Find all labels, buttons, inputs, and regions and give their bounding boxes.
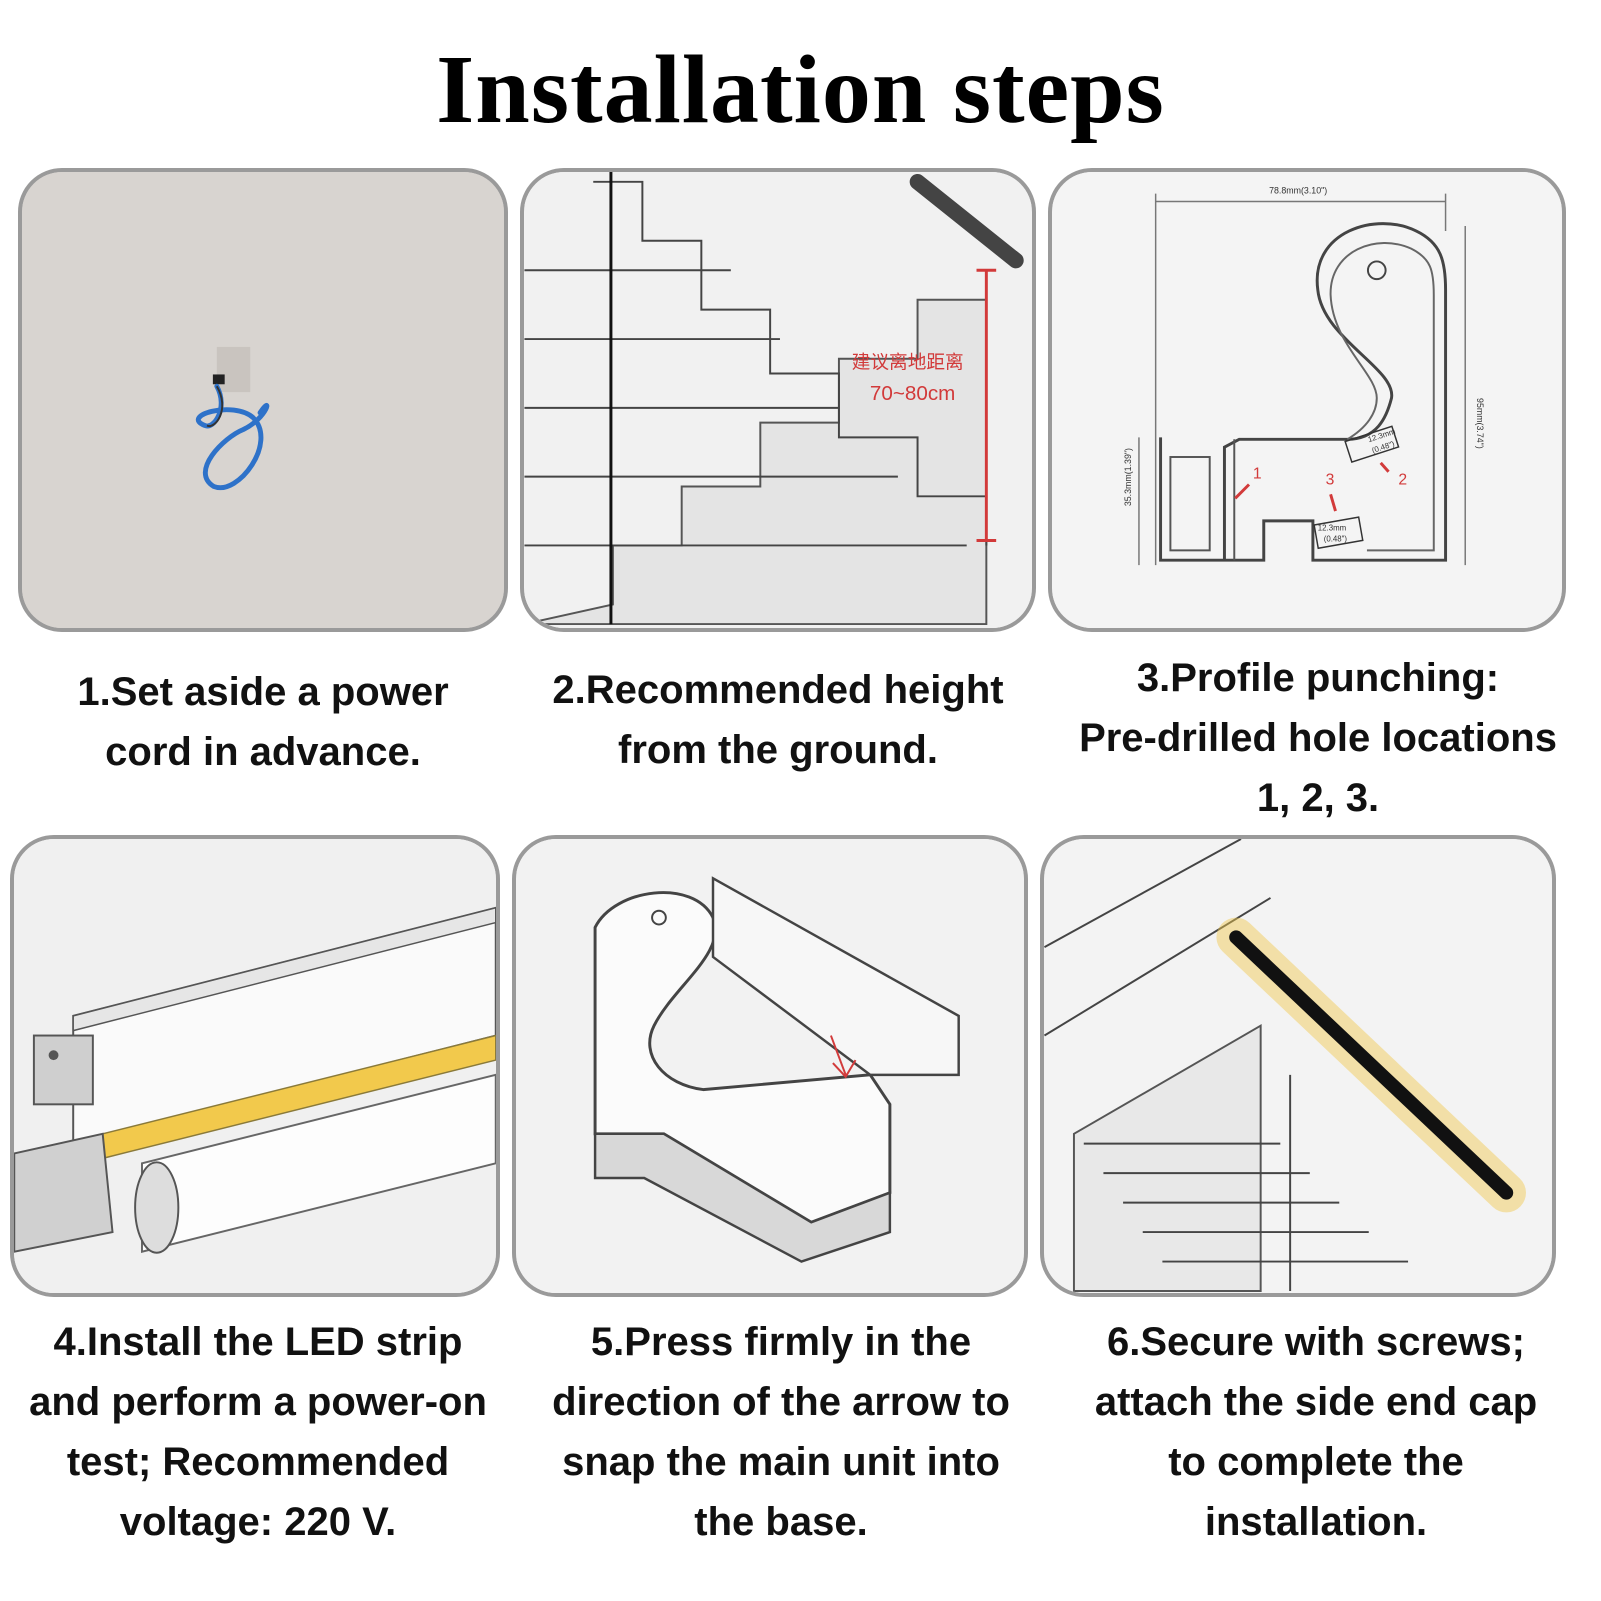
- installed-light-bar: [1229, 930, 1514, 1200]
- base-dim: 35.3mm(1.39"): [1123, 448, 1133, 506]
- hole-2-label: 2: [1398, 472, 1407, 489]
- height-value: 70~80cm: [870, 382, 955, 405]
- height-dim: 95mm(3.74"): [1475, 398, 1485, 449]
- width-dim: 78.8mm(3.10"): [1269, 186, 1327, 196]
- step-5-image: [512, 835, 1028, 1297]
- stair-light-installed-illustration: [1044, 839, 1552, 1293]
- step-4-caption: 4.Install the LED strip and perform a po…: [29, 1320, 487, 1544]
- hole-3-label: 3: [1326, 472, 1335, 489]
- step-2-image: 建议离地距离 70~80cm: [520, 168, 1036, 632]
- hole-1-arrow: [1234, 483, 1251, 500]
- hole-2-arrow: [1379, 461, 1390, 473]
- height-label-cn: 建议离地距离: [852, 353, 964, 374]
- step-3-image: 78.8mm(3.10") 95mm(3.74") 35.3mm(1.39") …: [1048, 168, 1566, 632]
- snap-in-illustration: [516, 839, 1024, 1293]
- profile-cross-section-illustration: 78.8mm(3.10") 95mm(3.74") 35.3mm(1.39") …: [1052, 172, 1562, 628]
- step-4-image: [10, 835, 500, 1297]
- slot-dim-b-in: (0.48"): [1324, 535, 1348, 544]
- step-6-caption: 6.Secure with screws; attach the side en…: [1094, 1320, 1538, 1544]
- power-cord-illustration: [22, 172, 504, 628]
- step-1-caption: 1.Set aside a power cord in advance.: [77, 670, 449, 774]
- step-1-image: [18, 168, 508, 632]
- page-title: Installation steps: [436, 36, 1165, 144]
- hole-1-label: 1: [1253, 466, 1262, 483]
- slot-dim-b: 12.3mm: [1318, 524, 1347, 533]
- step-6-image: [1040, 835, 1556, 1297]
- staircase-height-illustration: 建议离地距离 70~80cm: [524, 172, 1032, 628]
- led-strip-install-illustration: [14, 839, 496, 1293]
- step-2-caption: 2.Recommended height from the ground.: [552, 668, 1004, 772]
- hole-3-arrow: [1329, 493, 1337, 512]
- step-5-caption: 5.Press firmly in the direction of the a…: [552, 1320, 1010, 1544]
- snap-arrow: [830, 1035, 847, 1076]
- step-3-caption: 3.Profile punching: Pre-drilled hole loc…: [1079, 656, 1557, 820]
